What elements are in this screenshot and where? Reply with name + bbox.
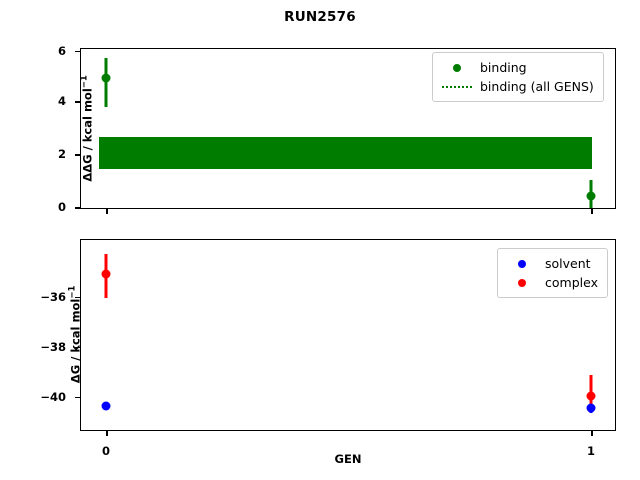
xticklabel-1: 1: [586, 444, 596, 458]
top-panel-legend: binding binding (all GENS): [432, 52, 604, 102]
bottom-ytick-neg36: −36: [40, 290, 81, 304]
bottom-panel-plot-area: [81, 240, 615, 430]
top-xtick-0: [106, 208, 108, 214]
bottom-panel-legend: solvent complex: [497, 248, 608, 298]
xticklabel-0: 0: [101, 444, 111, 458]
top-ytick-0: 0: [58, 200, 81, 214]
bottom-yticklabel-neg40: −40: [40, 389, 66, 404]
top-ytick-6: 6: [58, 44, 81, 58]
legend-label-solvent: solvent: [545, 256, 591, 271]
legend-label-binding: binding: [480, 60, 527, 75]
bottom-ytick-neg38: −38: [40, 340, 81, 354]
complex-dot-icon: [505, 278, 539, 287]
complex-point-gen1: [586, 391, 596, 401]
solvent-dot-icon: [505, 259, 539, 268]
binding-all-gens-band: [99, 137, 592, 169]
top-xtick-1: [591, 208, 593, 214]
top-panel-plot-area: [81, 49, 615, 208]
legend-label-binding-all-gens: binding (all GENS): [480, 79, 594, 94]
binding-dotted-line-icon: [440, 85, 474, 88]
bottom-panel-axes: ΔG / kcal mol−1 −36 −38 −40 0 1: [40, 239, 616, 458]
legend-item-binding[interactable]: binding: [440, 58, 594, 77]
binding-point-gen1: [586, 191, 596, 201]
legend-item-solvent[interactable]: solvent: [505, 254, 598, 273]
top-yticklabel-6: 6: [57, 43, 66, 58]
binding-point-gen0: [101, 73, 111, 83]
bottom-xtick-1: 1: [587, 430, 595, 458]
x-axis-label: GEN: [334, 452, 362, 466]
solvent-point-gen1: [586, 403, 596, 413]
top-yticklabel-2: 2: [57, 147, 66, 161]
solvent-point-gen0: [101, 401, 111, 411]
bottom-xtick-0: 0: [102, 430, 110, 458]
figure-title: RUN2576: [284, 9, 356, 25]
top-ytick-4: 4: [58, 94, 81, 108]
bottom-yticklabel-neg38: −38: [40, 339, 66, 354]
legend-item-binding-all-gens[interactable]: binding (all GENS): [440, 77, 594, 96]
bottom-ytick-neg40: −40: [40, 390, 81, 404]
top-yticklabel-0: 0: [57, 200, 66, 214]
legend-item-complex[interactable]: complex: [505, 273, 598, 292]
top-yticklabel-4: 4: [57, 94, 66, 108]
complex-point-gen0: [101, 269, 111, 279]
legend-label-complex: complex: [545, 275, 598, 290]
binding-dot-icon: [440, 63, 474, 72]
top-ytick-2: 2: [58, 147, 81, 161]
bottom-yticklabel-neg36: −36: [40, 289, 66, 304]
